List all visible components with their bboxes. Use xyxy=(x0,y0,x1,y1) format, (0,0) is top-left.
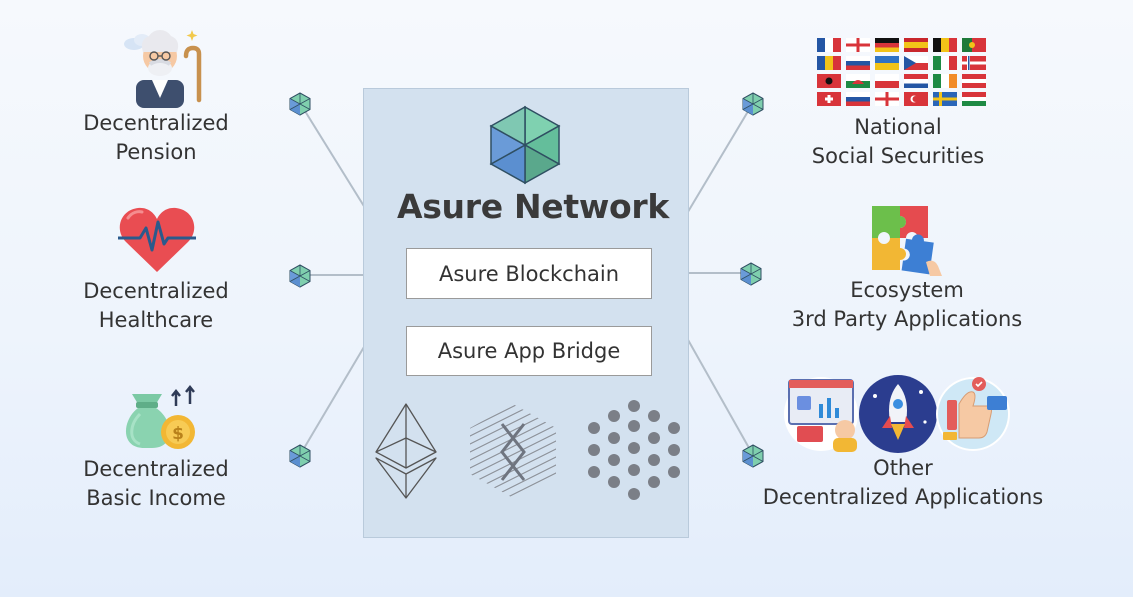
asure-app-bridge-box: Asure App Bridge xyxy=(406,326,652,376)
node-hex-icon xyxy=(742,444,764,468)
label-line: Basic Income xyxy=(86,486,226,510)
label-line: Pension xyxy=(115,140,197,164)
node-hex-icon xyxy=(289,264,311,288)
blockchain-label: Asure Blockchain xyxy=(438,261,620,286)
label-basic-income: Decentralized Basic Income xyxy=(66,455,246,513)
bridge-label: Asure App Bridge xyxy=(437,339,621,363)
hatched-cube-icon xyxy=(470,404,556,498)
node-hex-icon xyxy=(740,262,762,286)
label-line: Ecosystem xyxy=(850,278,964,302)
node-hex-icon xyxy=(289,92,311,116)
label-healthcare: Decentralized Healthcare xyxy=(66,277,246,335)
label-line: Decentralized Applications xyxy=(762,485,1044,509)
node-hex-icon xyxy=(742,92,764,116)
label-line: 3rd Party Applications xyxy=(791,307,1023,331)
label-line: Social Securities xyxy=(811,144,985,168)
puzzle-icon xyxy=(872,206,942,276)
label-social-securities: National Social Securities xyxy=(768,113,1028,171)
asure-hexagon-logo-icon xyxy=(489,105,561,185)
label-line: Healthcare xyxy=(98,308,214,332)
label-pension: Decentralized Pension xyxy=(66,109,246,167)
elderly-man-icon xyxy=(124,30,202,108)
asure-blockchain-box: Asure Blockchain xyxy=(406,248,652,299)
label-line: Decentralized xyxy=(83,111,229,135)
dot-cluster-icon xyxy=(588,400,680,500)
heart-pulse-icon xyxy=(118,207,196,272)
flags-icon xyxy=(817,38,986,106)
label-line: Decentralized xyxy=(83,279,229,303)
money-bag-icon: $ xyxy=(125,384,195,449)
label-line: Other xyxy=(873,456,933,480)
svg-text:$: $ xyxy=(172,424,184,444)
node-hex-icon xyxy=(289,444,311,468)
network-title: Asure Network xyxy=(396,187,670,226)
apps-icon xyxy=(784,375,1010,453)
label-other-apps: Other Decentralized Applications xyxy=(748,454,1058,512)
label-line: National xyxy=(854,115,942,139)
ethereum-icon xyxy=(375,403,437,499)
label-ecosystem: Ecosystem 3rd Party Applications xyxy=(762,276,1052,334)
label-line: Decentralized xyxy=(83,457,229,481)
